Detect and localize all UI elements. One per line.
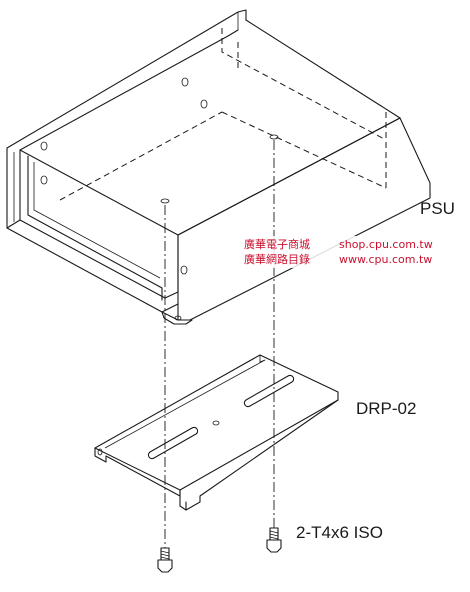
din-rail-drawing (94, 354, 339, 511)
screw-center-lines (164, 140, 275, 548)
rail-label: DRP-02 (356, 399, 416, 418)
watermark-line1-url: shop.cpu.com.tw (339, 238, 433, 251)
watermark-line2-url: www.cpu.com.tw (339, 253, 432, 266)
psu-drawing (6, 9, 431, 325)
screw-right (266, 527, 282, 553)
psu-label: PSU (420, 199, 455, 218)
watermark-stamp: 廣華電子商城 shop.cpu.com.tw 廣華網路目錄 www.cpu.co… (240, 236, 454, 268)
screw-left (157, 547, 173, 573)
watermark-line2-cn: 廣華網路目錄 (244, 252, 310, 266)
watermark-line1-cn: 廣華電子商城 (244, 237, 310, 251)
screws-label: 2-T4x6 ISO (296, 523, 383, 542)
